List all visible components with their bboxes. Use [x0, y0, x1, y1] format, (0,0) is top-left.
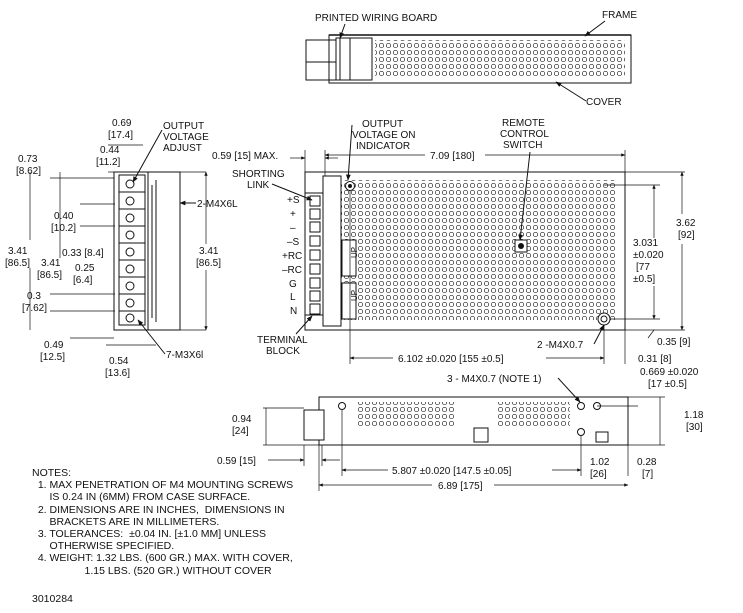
- document-id: 3010284: [32, 593, 73, 605]
- up-arrow-box-1: [341, 239, 357, 277]
- screw-3-m4x0-7-label: 3 - M4X0.7 (NOTE 1): [447, 374, 541, 385]
- note-line: IS 0.24 IN (6MM) FROM CASE SURFACE.: [32, 491, 251, 504]
- dim-6-102: 6.102 ±0.020 [155 ±0.5]: [398, 354, 504, 365]
- terminal-label: –RC: [282, 265, 302, 276]
- side-mount-hole: [577, 428, 585, 436]
- top-view-perforation: [375, 40, 625, 78]
- dim-0-59: 0.59 [15]: [217, 456, 256, 467]
- end-view: [113, 171, 181, 331]
- terminal-label: +RC: [282, 251, 302, 262]
- dim-0-33: 0.33 [8.4]: [62, 248, 104, 259]
- dim-0-49: 0.49[12.5]: [40, 340, 65, 363]
- note-line: BRACKETS ARE IN MILLIMETERS.: [32, 515, 220, 528]
- dim-0-73: 0.73[8.62]: [16, 154, 41, 177]
- screw-2-m4x6l-label: 2-M4X6L: [197, 199, 238, 210]
- terminal-label: +S: [287, 195, 300, 206]
- frame-label: FRAME: [602, 10, 637, 21]
- dim-3-031: 3.031±0.020[77±0.5]: [633, 238, 664, 285]
- side-view-bracket: [303, 409, 325, 441]
- dim-0-669: 0.669 ±0.020[17 ±0.5]: [640, 367, 699, 390]
- notes-block: NOTES: 1. MAX PENETRATION OF M4 MOUNTING…: [32, 467, 293, 577]
- screw-2-m4x0-7-label: 2 -M4X0.7: [537, 340, 584, 351]
- dim-3-62: 3.62[92]: [676, 218, 696, 241]
- side-view: [303, 396, 629, 446]
- up-arrow-box-2: [341, 282, 357, 320]
- up-label-1: UP: [350, 247, 359, 258]
- side-view-perforation-right: [498, 402, 570, 428]
- note-line: 3. TOLERANCES: ±0.04 IN. [±1.0 MM] UNLES…: [32, 528, 267, 541]
- terminal-label: L: [290, 292, 296, 303]
- top-view-terminal-block: [335, 37, 373, 81]
- side-mount-hole: [577, 402, 585, 410]
- front-view: [304, 171, 626, 331]
- side-mount-hole: [338, 402, 346, 410]
- note-line: OTHERWISE SPECIFIED.: [32, 540, 175, 553]
- terminal-label: N: [290, 306, 297, 317]
- dim-5-807: 5.807 ±0.020 [147.5 ±0.05]: [392, 466, 512, 477]
- dim-0-3: 0.3[7.62]: [22, 291, 47, 314]
- terminal-label: –S: [287, 237, 300, 248]
- note-line: 1.15 LBS. (520 GR.) WITHOUT COVER: [32, 564, 272, 577]
- terminal-block-cells: [309, 195, 321, 315]
- dim-0-54: 0.54[13.6]: [105, 356, 130, 379]
- dim-0-40: 0.40[10.2]: [51, 211, 76, 234]
- dim-0-69: 0.69[17.4]: [108, 118, 133, 141]
- cover-label: COVER: [586, 97, 622, 108]
- note-line: 1. MAX PENETRATION OF M4 MOUNTING SCREWS: [32, 479, 294, 492]
- end-view-chassis: [113, 171, 181, 331]
- dim-0-94: 0.94[24]: [232, 414, 252, 437]
- terminal-labels: +S + – –S +RC –RC G L N: [282, 195, 302, 317]
- screw-7-m3x6l-label: 7-M3X6l: [166, 350, 203, 361]
- dim-3-41-inner: 3.41[86.5]: [37, 258, 62, 281]
- dim-0-44: 0.44[11.2]: [96, 145, 120, 168]
- notes-heading: NOTES:: [32, 467, 72, 479]
- dim-0-25: 0.25[6.4]: [73, 263, 95, 286]
- terminal-label: +: [290, 209, 296, 220]
- printed-wiring-board-label: PRINTED WIRING BOARD: [315, 13, 437, 24]
- dim-0-28: 0.28[7]: [637, 457, 657, 480]
- side-view-perforation-left: [356, 402, 454, 428]
- dim-1-02: 1.02[26]: [590, 457, 610, 480]
- dim-0-59-max: 0.59 [15] MAX.: [212, 151, 278, 162]
- front-view-perforation: [340, 180, 615, 320]
- dim-7-09: 7.09 [180]: [430, 151, 475, 162]
- dim-0-35: 0.35 [9]: [657, 337, 691, 348]
- dim-3-41-outer: 3.41[86.5]: [5, 246, 30, 269]
- note-line: 2. DIMENSIONS ARE IN INCHES, DIMENSIONS …: [32, 503, 285, 516]
- terminal-label: G: [289, 279, 297, 290]
- dim-0-31: 0.31 [8]: [638, 354, 672, 365]
- dim-6-89: 6.89 [175]: [438, 481, 483, 492]
- terminal-label: –: [290, 223, 296, 234]
- top-edge-view: [305, 34, 632, 84]
- dim-1-18: 1.18[30]: [684, 410, 704, 433]
- end-view-terminal-screws: [125, 179, 135, 323]
- dim-3-41-right: 3.41[86.5]: [196, 246, 221, 269]
- note-line: 4. WEIGHT: 1.32 LBS. (600 GR.) MAX. WITH…: [32, 552, 293, 565]
- up-label-2: UP: [350, 290, 359, 301]
